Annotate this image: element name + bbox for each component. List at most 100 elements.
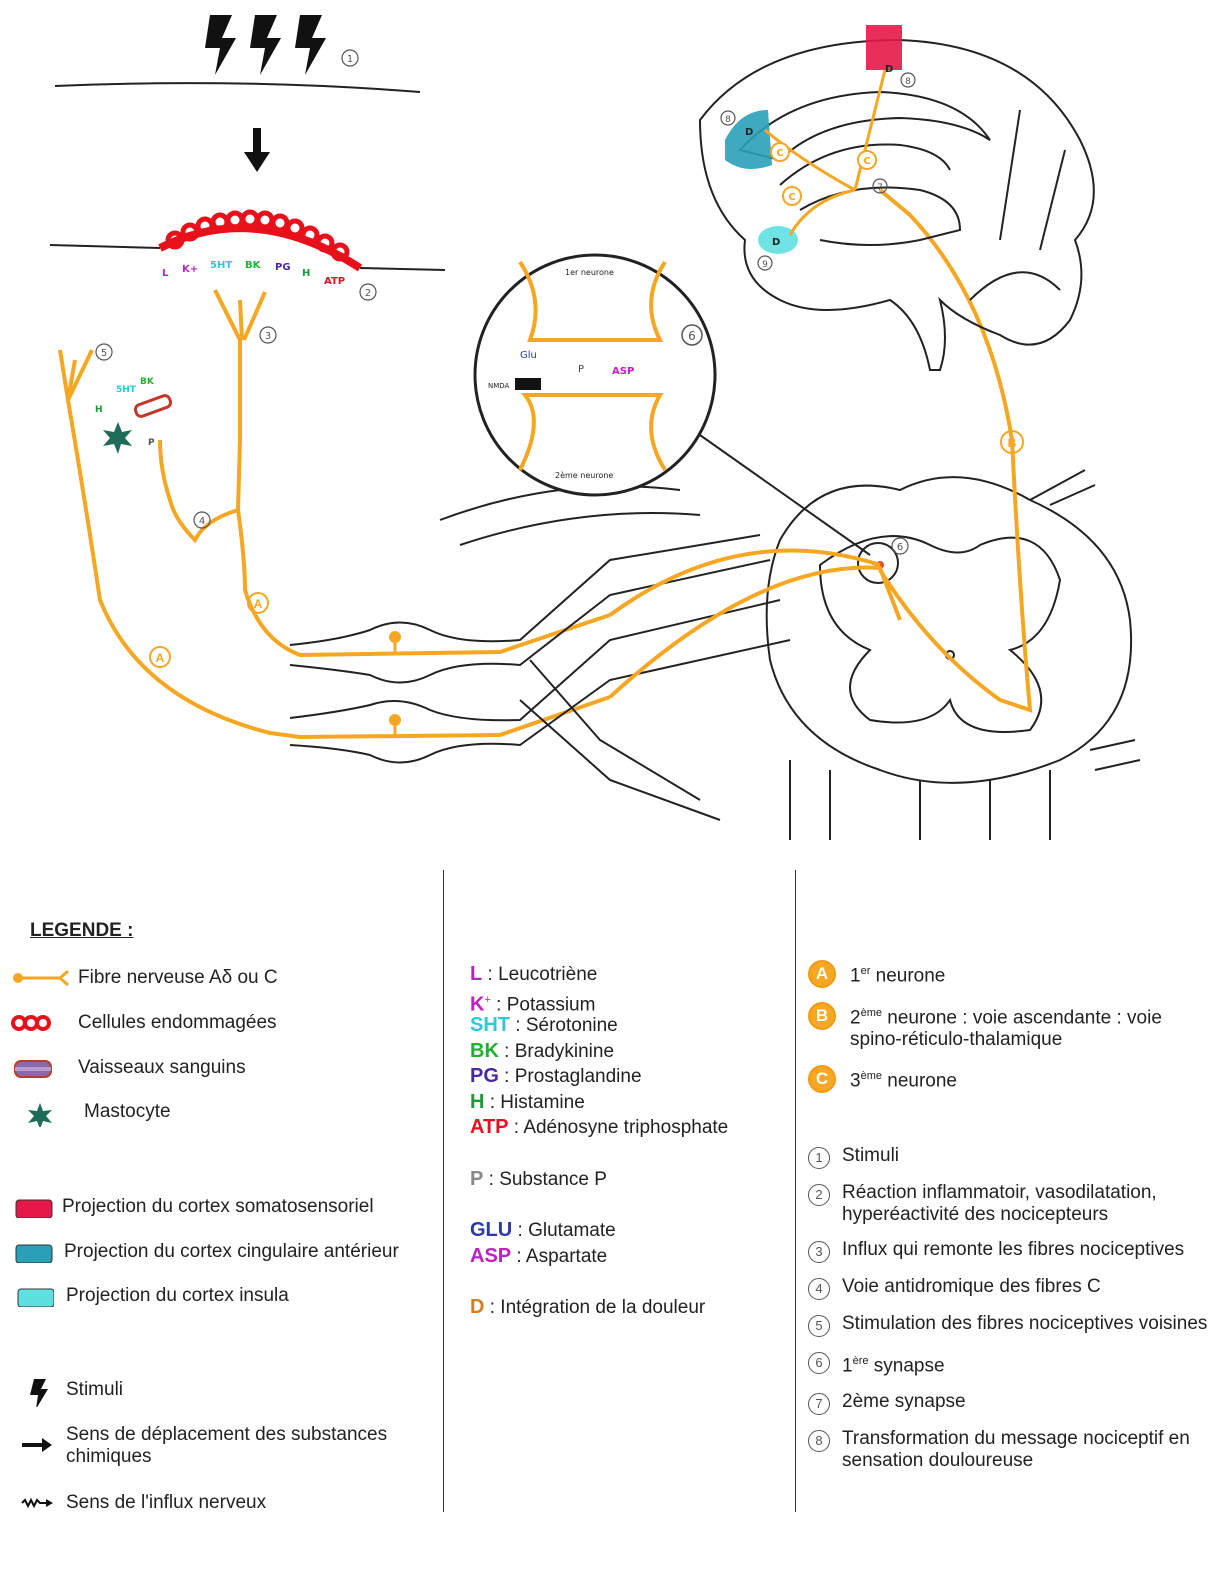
neuron-letter-icon: C <box>808 1065 836 1093</box>
svg-text:5HT: 5HT <box>116 385 137 395</box>
mast-cell-icon <box>10 1101 54 1123</box>
abbr-text: Histamine <box>500 1092 584 1113</box>
abbr-row: H : Histamine <box>470 1091 790 1117</box>
svg-text:A: A <box>254 597 263 611</box>
insula-swatch-icon <box>10 1285 54 1307</box>
svg-text:B: B <box>1008 436 1017 450</box>
abbr-row: BK : Bradykinine <box>470 1040 790 1066</box>
abbr-text: Aspartate <box>526 1246 607 1267</box>
somato-region <box>866 25 902 70</box>
svg-text:D: D <box>745 127 753 138</box>
step-ordinal-sup: ère <box>853 1355 869 1367</box>
abbr-text: Adénosyne triphosphate <box>523 1117 728 1138</box>
cingulate-region <box>725 110 772 169</box>
step-desc: Stimuli <box>842 1145 899 1166</box>
arrow-icon <box>10 1434 54 1456</box>
marker-4: 4 <box>194 512 210 528</box>
svg-text:5: 5 <box>101 348 107 359</box>
svg-text:1er neurone: 1er neurone <box>565 268 614 277</box>
svg-text:D: D <box>772 237 780 248</box>
svg-text:H: H <box>95 405 103 415</box>
pain-pathway-diagram: 1 L K+ 5HT BK PG H ATP 2 3 <box>0 0 1221 860</box>
abbr-sep: : <box>510 1015 526 1036</box>
abbr-sep: : <box>499 1041 515 1062</box>
abbr-text: Potassium <box>507 994 596 1015</box>
abbr-text: Substance P <box>499 1169 607 1190</box>
spinal-cord <box>767 470 1140 840</box>
abbr-row: SHT : Sérotonine <box>470 1014 790 1040</box>
step-text: Voie antidromique des fibres C <box>842 1276 1101 1298</box>
svg-text:7: 7 <box>877 183 883 193</box>
abbr-sep: : <box>511 1246 526 1267</box>
legend-text: Stimuli <box>66 1379 123 1401</box>
abbr-text: Bradykinine <box>515 1041 614 1062</box>
step-number-icon: 4 <box>808 1278 830 1300</box>
neuron-desc: neurone <box>870 965 945 986</box>
abbr-text: Sérotonine <box>526 1015 618 1036</box>
neuron-desc: neurone <box>882 1071 957 1092</box>
legend-row-cells: Cellules endommagées <box>10 1012 277 1034</box>
svg-text:PG: PG <box>275 262 291 273</box>
svg-text:P: P <box>578 364 584 375</box>
legend-row-cingulate: Projection du cortex cingulaire antérieu… <box>10 1241 399 1263</box>
zoom-line <box>690 428 870 555</box>
legend-text: Cellules endommagées <box>78 1012 277 1034</box>
step-desc: Réaction inflammatoir, vasodilatation, h… <box>842 1182 1157 1225</box>
svg-text:8: 8 <box>905 77 911 87</box>
svg-text:ASP: ASP <box>612 366 634 377</box>
neuron-ordinal-sup: er <box>861 965 871 977</box>
neuron-letter-icon: B <box>808 1002 836 1030</box>
step-text: Réaction inflammatoir, vasodilatation, h… <box>842 1182 1213 1226</box>
svg-text:L: L <box>162 268 169 279</box>
svg-text:2: 2 <box>365 288 371 299</box>
svg-text:C: C <box>863 156 870 167</box>
svg-text:8: 8 <box>725 115 731 125</box>
step-number-icon: 2 <box>808 1184 830 1206</box>
legend-text: Sens de l'influx nerveux <box>66 1492 266 1514</box>
legend-row-stimuli: Stimuli <box>10 1379 123 1401</box>
svg-text:3: 3 <box>265 331 271 342</box>
stimuli-bolts <box>205 15 326 75</box>
step-text: Stimuli <box>842 1145 899 1167</box>
legend-divider-2 <box>795 870 796 1512</box>
svg-text:BK: BK <box>140 377 155 387</box>
svg-text:9: 9 <box>762 260 768 270</box>
svg-text:6: 6 <box>897 542 903 553</box>
neuron-desc: neurone : voie ascendante : voie spino-r… <box>850 1007 1162 1050</box>
abbr-sep: : <box>499 1066 515 1087</box>
abbr-row: ASP : Aspartate <box>470 1245 790 1271</box>
svg-text:A: A <box>156 651 165 665</box>
legend-row-mast: Mastocyte <box>10 1101 171 1123</box>
neuron-ordinal-sup: ème <box>861 1007 882 1019</box>
abbr-sep: : <box>491 994 507 1015</box>
step-text: Influx qui remonte les fibres nociceptiv… <box>842 1239 1184 1261</box>
neuron-text: 1er neurone <box>850 960 945 987</box>
legend-row-arrow: Sens de déplacement des substances chimi… <box>10 1424 430 1468</box>
abbr-symbol: D <box>470 1296 484 1318</box>
abbr-symbol: ASP <box>470 1245 511 1267</box>
abbr-row: ATP : Adénosyne triphosphate <box>470 1116 790 1142</box>
neuron-ordinal: 3 <box>850 1071 861 1092</box>
cingulate-swatch-icon <box>10 1241 54 1263</box>
stimuli-icon <box>10 1379 54 1401</box>
step-text: 1ère synapse <box>842 1350 945 1377</box>
abbr-symbol: L <box>470 963 482 985</box>
abbr-text: Intégration de la douleur <box>500 1297 705 1318</box>
abbr-row: D : Intégration de la douleur <box>470 1296 790 1322</box>
step-desc: Voie antidromique des fibres C <box>842 1276 1101 1297</box>
step-row: 8Transformation du message nociceptif en… <box>808 1428 1213 1472</box>
step-desc: 2ème synapse <box>842 1391 966 1412</box>
blood-vessel-icon <box>10 1057 54 1079</box>
legend-text: Projection du cortex insula <box>66 1285 289 1307</box>
abbr-symbol: P <box>470 1168 483 1190</box>
abbr-symbol: SHT <box>470 1014 510 1036</box>
abbr-symbol: PG <box>470 1065 499 1087</box>
abbr-sep: : <box>512 1220 528 1241</box>
svg-text:4: 4 <box>199 516 205 527</box>
mast-cell <box>103 422 132 454</box>
step-number-icon: 6 <box>808 1352 830 1374</box>
